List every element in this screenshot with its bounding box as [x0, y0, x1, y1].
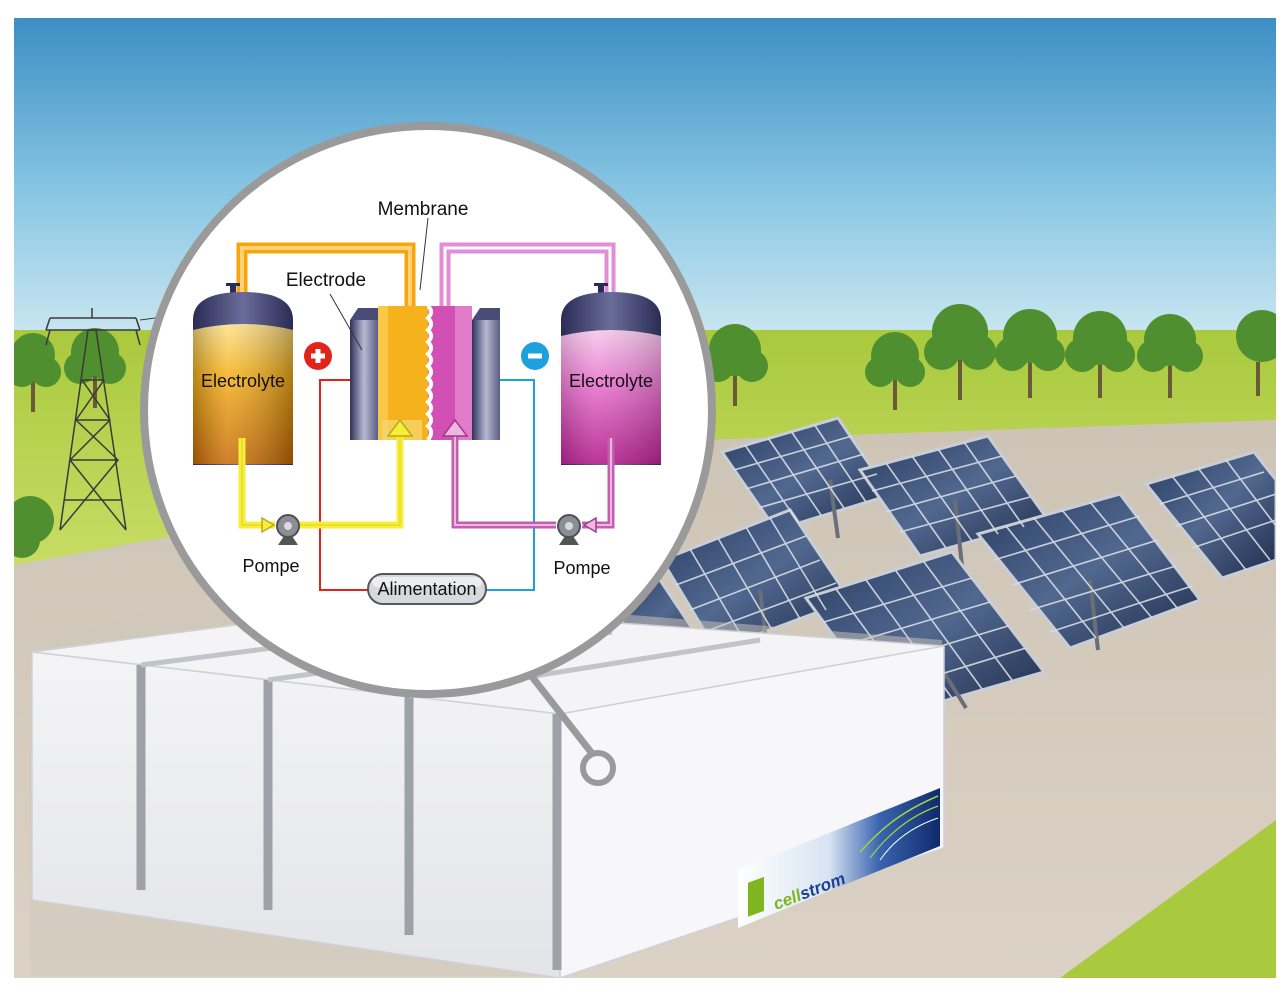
- power-supply-label: Alimentation: [377, 579, 476, 599]
- tree-icon: [14, 333, 61, 412]
- battery-container: cellstrom: [30, 605, 945, 978]
- power-supply: Alimentation: [367, 573, 487, 605]
- membrane-leader-line: [419, 217, 429, 291]
- tree-icon: [995, 309, 1065, 398]
- membrane: [425, 304, 433, 442]
- grass-corner: [1060, 820, 1276, 978]
- arrow-up-icon: [441, 418, 469, 437]
- positive-electrolyte-tank: Electrolyte: [193, 283, 293, 465]
- arrow-right-icon: [261, 516, 276, 534]
- plus-icon: [304, 342, 332, 370]
- transmission-tower-icon: [45, 308, 201, 531]
- magnifier-anchor-ring: [580, 750, 616, 786]
- negative-electrolyte-label: Electrolyte: [569, 371, 653, 391]
- tree-icon: [1236, 310, 1276, 396]
- tree-icon: [1137, 314, 1203, 398]
- tree-icon: [924, 304, 996, 400]
- landscape: cellstrom: [14, 18, 1276, 978]
- negative-electrode: [472, 320, 500, 440]
- left-pump-icon: [276, 514, 300, 545]
- magnifier-pointer: [519, 661, 597, 759]
- arrow-up-icon: [386, 418, 414, 437]
- tree-icon: [1065, 311, 1135, 398]
- positive-electrode: [350, 320, 378, 440]
- positive-electrolyte-label: Electrolyte: [201, 371, 285, 391]
- container-seams: [136, 665, 562, 970]
- tree-icon: [14, 496, 54, 558]
- negative-wire: [485, 379, 535, 591]
- cell-stack: [350, 304, 500, 442]
- negative-electrolyte-tank: Electrolyte: [561, 283, 661, 465]
- cellstrom-logo-icon: [748, 876, 764, 917]
- membrane-label: Membrane: [378, 199, 469, 220]
- minus-icon: [521, 342, 549, 370]
- right-pump-label: Pompe: [553, 558, 610, 578]
- positive-wire: [319, 379, 370, 591]
- flow-battery-diagram: Electrolyte Electrolyte: [193, 199, 661, 605]
- right-pump-icon: [557, 514, 581, 545]
- tree-icon: [865, 332, 925, 410]
- electrode-label: Electrode: [286, 270, 366, 291]
- left-pump-label: Pompe: [242, 556, 299, 576]
- electrode-leader-line: [329, 293, 363, 351]
- arrow-left-icon: [582, 516, 597, 534]
